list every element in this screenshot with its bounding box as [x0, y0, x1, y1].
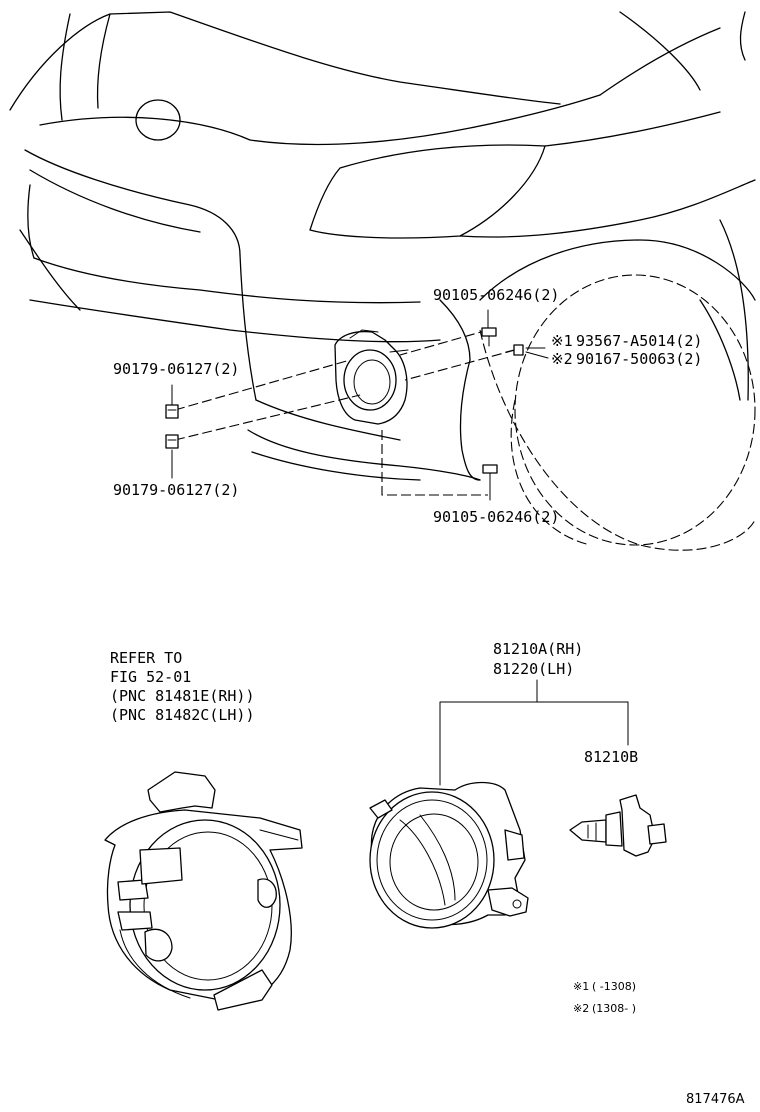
- figure-id: 817476A: [686, 1092, 745, 1107]
- label-bolt-lower: 90105-06246(2): [433, 508, 559, 526]
- screw-icon: [505, 344, 524, 356]
- fog-lamp-bulb-illustration: [569, 794, 667, 857]
- refer-line-3: (PNC 81481E(RH)): [110, 687, 255, 705]
- fog-lamp-bezel-illustration: [104, 771, 303, 1011]
- car-front-illustration: [9, 11, 756, 551]
- note-1-mark: ※1: [573, 980, 589, 993]
- label-screw-2: 90167-50063(2): [576, 350, 702, 368]
- note-2-mark: ※2: [573, 1002, 589, 1015]
- bolt-lower-icon: [482, 464, 498, 484]
- fog-lamp-assembly-illustration: [369, 781, 529, 929]
- lamp-leader: [439, 701, 629, 786]
- note-2-range: (1308- ): [592, 1002, 636, 1015]
- clip-upper-icon: [165, 404, 179, 419]
- label-bolt-upper: 90105-06246(2): [433, 286, 559, 304]
- label-bulb: 81210B: [584, 748, 638, 766]
- note-1-range: ( -1308): [592, 980, 636, 993]
- refer-line-1: REFER TO: [110, 649, 182, 667]
- leader-lines-upper: [171, 309, 549, 501]
- refer-line-2: FIG 52-01: [110, 668, 191, 686]
- label-mark-2: ※2: [551, 350, 573, 368]
- label-screw-1: 93567-A5014(2): [576, 332, 702, 350]
- label-clip-upper: 90179-06127(2): [113, 360, 239, 378]
- label-clip-lower: 90179-06127(2): [113, 481, 239, 499]
- refer-line-4: (PNC 81482C(LH)): [110, 706, 255, 724]
- bolt-upper-icon: [481, 327, 497, 347]
- label-lamp-lh: 81220(LH): [493, 660, 574, 678]
- label-mark-1: ※1: [551, 332, 573, 350]
- label-lamp-rh: 81210A(RH): [493, 640, 583, 658]
- clip-lower-icon: [165, 434, 179, 449]
